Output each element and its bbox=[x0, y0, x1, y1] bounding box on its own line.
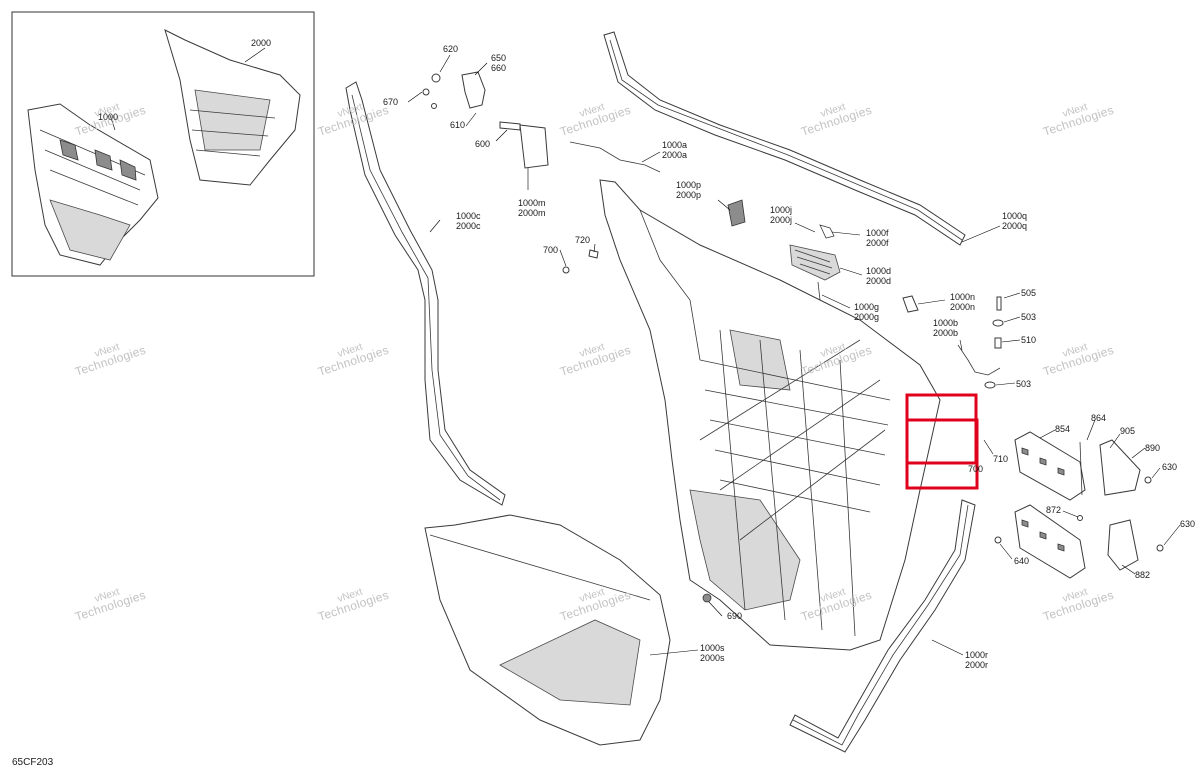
clip-1000n bbox=[902, 295, 919, 313]
callout-872: 872 bbox=[1046, 505, 1062, 515]
callout-620: 620 bbox=[443, 44, 459, 54]
hook-1000f bbox=[819, 224, 835, 239]
callout-1000r-2000r: 1000r 2000r bbox=[965, 650, 989, 670]
hinge-640 bbox=[1014, 504, 1086, 579]
callout-1000: 1000 bbox=[98, 112, 119, 122]
inset-door-2000 bbox=[164, 29, 301, 186]
callout-503-top: 503 bbox=[1021, 312, 1037, 322]
callout-1000a-2000a: 1000a 2000a bbox=[662, 140, 688, 160]
callout-1000p-2000p: 1000p 2000p bbox=[676, 180, 702, 200]
screw-640 bbox=[994, 536, 1002, 544]
strap-1000b bbox=[957, 344, 1001, 376]
inset-frame bbox=[11, 11, 315, 277]
callout-905: 905 bbox=[1120, 426, 1136, 436]
seal-1000c bbox=[345, 81, 506, 506]
callout-1000j-2000j: 1000j 2000j bbox=[770, 205, 793, 225]
hinge-854 bbox=[1014, 431, 1086, 501]
seal-1000r bbox=[789, 499, 976, 753]
leader-lines bbox=[109, 47, 1181, 656]
callout-600: 600 bbox=[475, 139, 491, 149]
callout-710: 710 bbox=[993, 454, 1009, 464]
drawing-code: 65CF203 bbox=[12, 757, 54, 768]
callout-1000n-2000n: 1000n 2000n bbox=[950, 292, 976, 312]
callout-1000f-2000f: 1000f 2000f bbox=[866, 228, 889, 248]
hinge-bracket-890 bbox=[1079, 439, 1141, 496]
callout-1000b-2000b: 1000b 2000b bbox=[933, 318, 959, 338]
callout-630-top: 630 bbox=[1162, 462, 1178, 472]
callout-700-top: 700 bbox=[543, 245, 559, 255]
clip-872 bbox=[1077, 515, 1083, 521]
callout-720: 720 bbox=[575, 235, 591, 245]
callout-650-660: 650 660 bbox=[491, 53, 507, 73]
callout-1000d-2000d: 1000d 2000d bbox=[866, 266, 892, 286]
cable-1000a bbox=[569, 141, 661, 173]
callout-854: 854 bbox=[1055, 424, 1071, 434]
callout-1000m-2000m: 1000m 2000m bbox=[518, 198, 546, 218]
callout-882: 882 bbox=[1135, 570, 1151, 580]
callout-690: 690 bbox=[727, 611, 743, 621]
callout-510: 510 bbox=[1021, 335, 1037, 345]
callout-670: 670 bbox=[383, 97, 399, 107]
bracket-1000p bbox=[727, 199, 746, 227]
latch-assembly bbox=[422, 71, 549, 169]
callout-610: 610 bbox=[450, 120, 466, 130]
pin-1000g bbox=[817, 281, 821, 301]
lower-panel-1000s bbox=[424, 514, 671, 746]
nut-690 bbox=[702, 593, 712, 603]
fasteners-505-510 bbox=[984, 296, 1004, 389]
callout-864: 864 bbox=[1091, 413, 1107, 423]
callout-640: 640 bbox=[1014, 556, 1030, 566]
screw-720 bbox=[588, 249, 599, 259]
hinge-plate-882 bbox=[1107, 519, 1139, 571]
inset-door-1000 bbox=[27, 103, 159, 266]
callout-700-bottom: 700 bbox=[968, 464, 984, 474]
callout-2000: 2000 bbox=[251, 38, 272, 48]
callout-1000c-2000c: 1000c 2000c bbox=[456, 211, 481, 231]
callout-505: 505 bbox=[1021, 288, 1037, 298]
screw-630b bbox=[1156, 544, 1164, 552]
callout-1000q-2000q: 1000q 2000q bbox=[1002, 211, 1028, 231]
screw-630a bbox=[1144, 476, 1152, 484]
highlight-boxes bbox=[905, 393, 979, 490]
callout-1000s-2000s: 1000s 2000s bbox=[700, 643, 725, 663]
callout-630-bottom: 630 bbox=[1180, 519, 1196, 529]
callout-890: 890 bbox=[1145, 443, 1161, 453]
door-main-frame bbox=[599, 179, 941, 651]
washer-700 bbox=[562, 266, 570, 274]
callout-503-bottom: 503 bbox=[1016, 379, 1032, 389]
callout-1000g-2000g: 1000g 2000g bbox=[854, 302, 880, 322]
